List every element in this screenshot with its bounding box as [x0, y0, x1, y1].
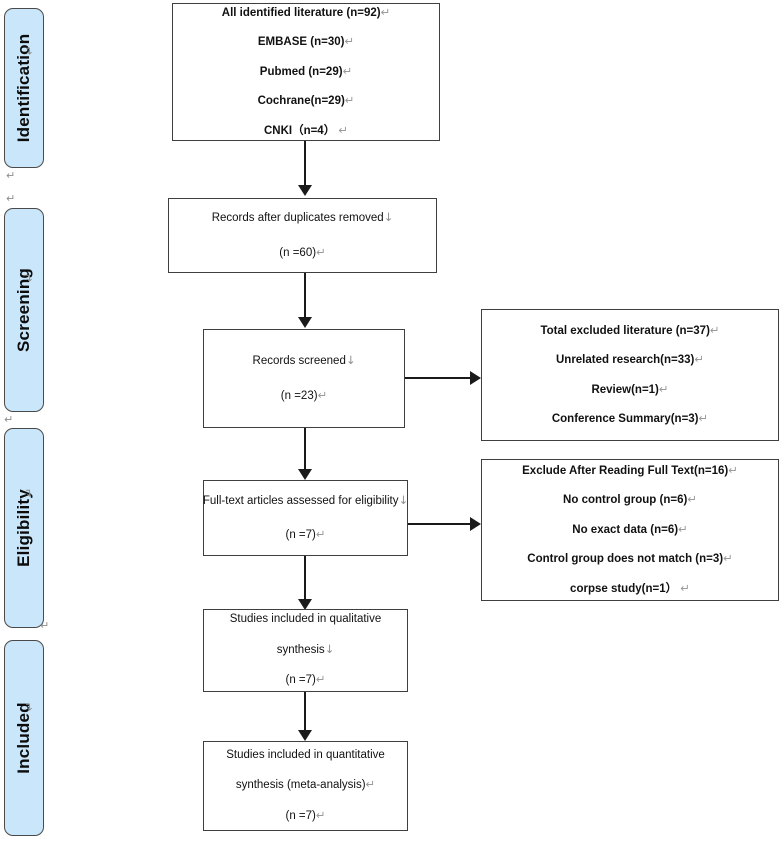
identified-line-1: All identified literature (n=92)↵ [221, 4, 391, 19]
return-mark-screening: ↵ [23, 272, 37, 283]
quantitative-line-3: (n =7)↵ [285, 807, 326, 822]
box-quantitative-synthesis[interactable]: Studies included in quantitative synthes… [203, 741, 408, 831]
arrowhead-excluded-fulltext [470, 517, 481, 531]
box-fulltext-assessed[interactable]: Full-text articles assessed for eligibil… [203, 480, 408, 556]
qualitative-line-1: Studies included in qualitative [229, 613, 382, 626]
identified-line-4: Cochrane(n=29)↵ [257, 93, 355, 108]
return-mark-gap-2: ↵ [6, 192, 16, 205]
stage-label-eligibility: Eligibility [14, 489, 33, 567]
return-mark-gap-1: ↵ [6, 169, 16, 182]
excluded-fulltext-line-4: Control group does not match (n=3)↵ [527, 551, 733, 566]
identified-line-2: EMBASE (n=30)↵ [257, 34, 355, 49]
identified-line-3: Pubmed (n=29)↵ [259, 63, 353, 78]
arrowhead-excluded-screening [470, 371, 481, 385]
excluded-screening-line-2: Unrelated research(n=33)↵ [555, 352, 705, 366]
box-excluded-screening[interactable]: Total excluded literature (n=37)↵ Unrela… [481, 309, 779, 441]
box-qualitative-synthesis[interactable]: Studies included in qualitative synthesi… [203, 609, 408, 692]
identified-line-5: CNKI（n=4） ↵ [263, 122, 349, 137]
stage-label-included: Included [14, 702, 33, 774]
box-duplicates-removed[interactable]: Records after duplicates removed↓ (n =60… [168, 198, 437, 273]
quantitative-line-1: Studies included in quantitative [226, 748, 385, 761]
excluded-fulltext-line-3: No exact data (n=6)↵ [572, 521, 688, 536]
arrowhead-qualitative [298, 599, 312, 610]
connector-screened-to-fulltext [304, 428, 306, 471]
box-identified-literature[interactable]: All identified literature (n=92)↵ EMBASE… [172, 3, 440, 141]
stage-bar-eligibility[interactable]: Eligibility ↵ [4, 428, 44, 628]
duplicates-line-1: Records after duplicates removed↓ [211, 210, 394, 224]
arrowhead-quantitative [298, 730, 312, 741]
box-records-screened[interactable]: Records screened↓ (n =23)↵ [203, 329, 405, 428]
arrowhead-duplicates [298, 185, 312, 196]
stage-bar-included[interactable]: Included ↵ [4, 640, 44, 836]
excluded-screening-line-1: Total excluded literature (n=37)↵ [540, 322, 720, 337]
fulltext-line-2: (n =7)↵ [285, 527, 326, 541]
duplicates-line-2: (n =60)↵ [279, 244, 326, 259]
screened-line-1: Records screened↓ [252, 353, 356, 367]
connector-duplicates-to-screened [304, 273, 306, 318]
excluded-screening-line-4: Conference Summary(n=3)↵ [551, 411, 709, 425]
return-mark-included: ↵ [23, 701, 37, 712]
fulltext-line-1: Full-text articles assessed for eligibil… [202, 492, 409, 507]
qualitative-line-3: (n =7)↵ [285, 672, 326, 687]
return-mark-identification: ↵ [23, 45, 37, 56]
arrowhead-screened [298, 317, 312, 328]
excluded-fulltext-line-2: No control group (n=6)↵ [563, 492, 697, 507]
stage-bar-identification[interactable]: Identification ↵ [4, 8, 44, 168]
qualitative-line-2: synthesis↓ [276, 641, 335, 656]
arrowhead-fulltext [298, 469, 312, 480]
return-mark-gap-4: ↵ [40, 619, 50, 632]
connector-fulltext-to-qualitative [304, 556, 306, 601]
connector-qualitative-to-quantitative [304, 692, 306, 732]
quantitative-line-2: synthesis (meta-analysis)↵ [235, 777, 376, 792]
connector-fulltext-to-excluded [408, 523, 475, 525]
screened-line-2: (n =23)↵ [280, 387, 328, 402]
excluded-screening-line-3: Review(n=1)↵ [591, 381, 669, 396]
box-excluded-fulltext[interactable]: Exclude After Reading Full Text(n=16)↵ N… [481, 459, 779, 601]
return-mark-eligibility: ↵ [23, 487, 37, 498]
excluded-fulltext-line-5: corpse study(n=1） ↵ [570, 580, 690, 595]
connector-screened-to-excluded [405, 377, 475, 379]
return-mark-gap-3: ↵ [4, 413, 14, 426]
connector-identified-to-duplicates [304, 141, 306, 187]
stage-bar-screening[interactable]: Screening ↵ [4, 208, 44, 412]
excluded-fulltext-line-1: Exclude After Reading Full Text(n=16)↵ [522, 462, 738, 477]
